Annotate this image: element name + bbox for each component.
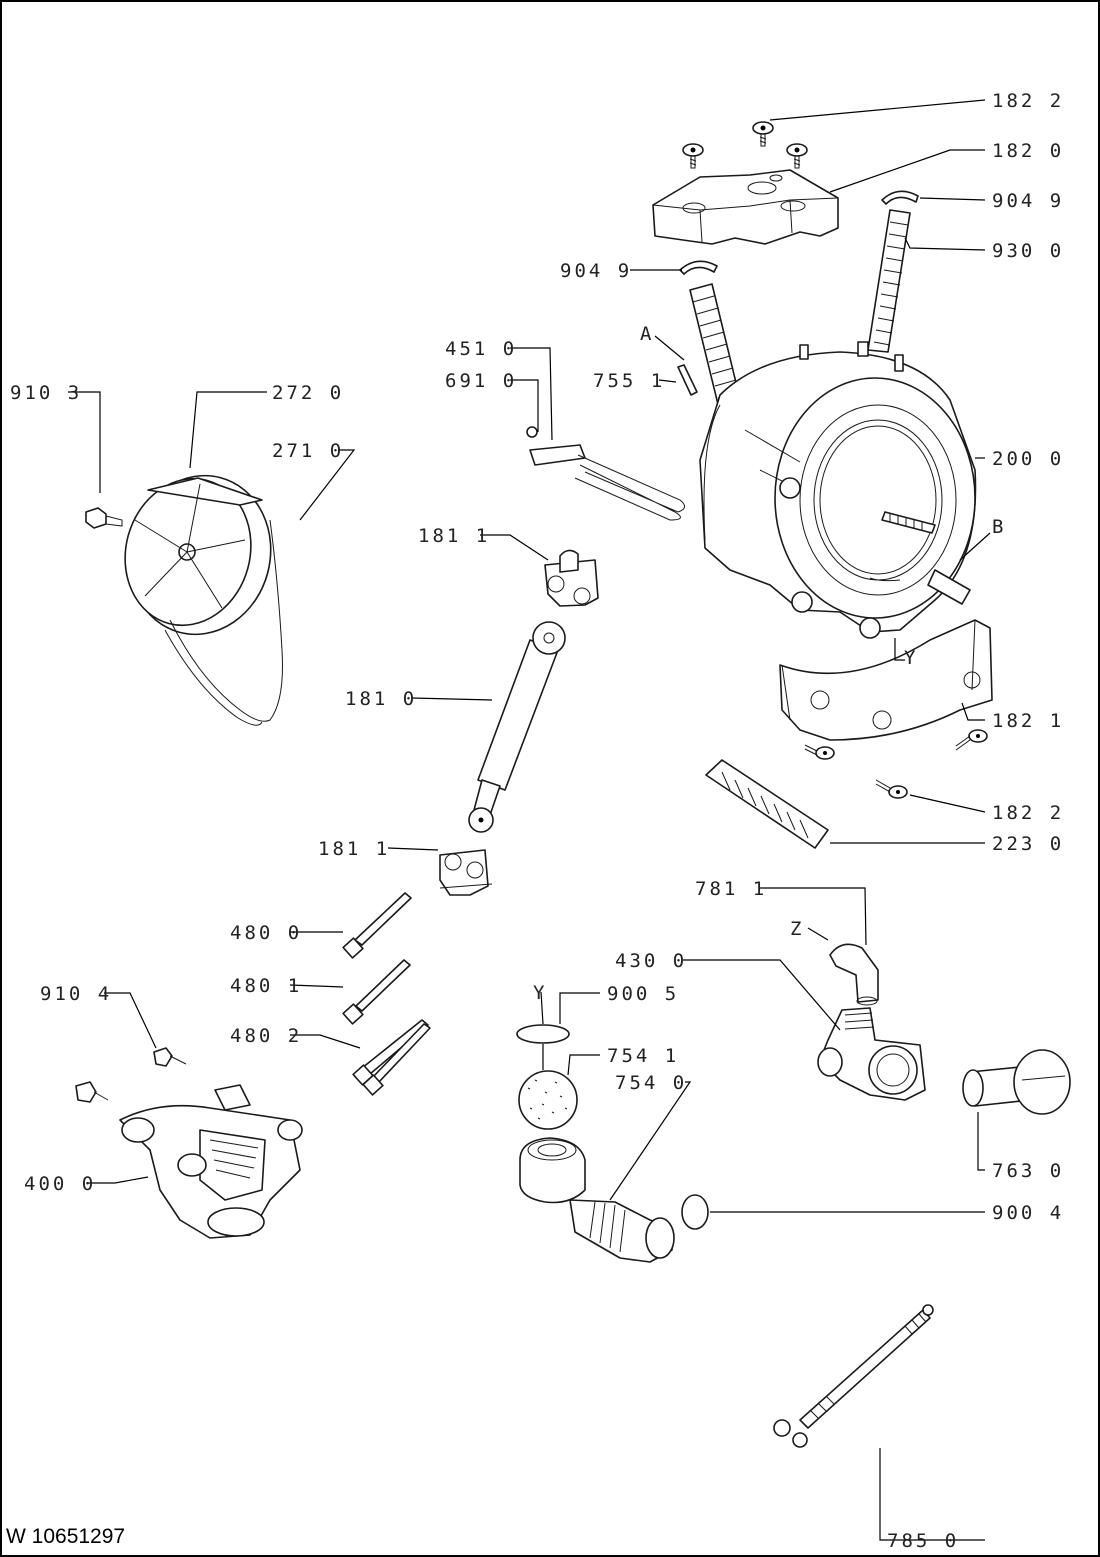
callout-763-0: 763 0 (992, 1160, 1064, 1182)
leader-lines (68, 99, 991, 1541)
heater-element (526, 426, 685, 521)
motor-housing (119, 1084, 303, 1239)
callout-400-0: 400 0 (24, 1173, 96, 1195)
screw-top-group (682, 121, 808, 169)
callout-755-1: 755 1 (593, 370, 665, 392)
callout-182-2-top: 182 2 (992, 90, 1064, 112)
drawing-number: W 10651297 (6, 1525, 125, 1548)
shock-absorber (468, 621, 566, 833)
callout-781-1: 781 1 (695, 878, 767, 900)
drive-belt (169, 519, 283, 722)
callout-691-0: 691 0 (445, 370, 517, 392)
callout-181-0: 181 0 (345, 688, 417, 710)
callout-letter-y-1: Y (904, 647, 918, 669)
callout-272-0: 272 0 (272, 382, 344, 404)
seal-ring (516, 1024, 570, 1044)
callout-754-1: 754 1 (607, 1045, 679, 1067)
inlet-hose (773, 1304, 934, 1448)
hose-clamp-right (881, 190, 919, 205)
callout-904-9-right: 904 9 (992, 190, 1064, 212)
front-counterweight (779, 619, 993, 741)
callout-451-0: 451 0 (445, 338, 517, 360)
callout-letter-b: B (992, 516, 1006, 538)
bolt-480-1 (342, 959, 411, 1025)
callout-930-0: 930 0 (992, 240, 1064, 262)
top-counterweight (652, 169, 839, 245)
callout-182-0: 182 0 (992, 140, 1064, 162)
pin (677, 364, 698, 396)
callout-181-1-top: 181 1 (418, 525, 490, 547)
pump-filter (962, 1049, 1071, 1115)
hose-clamp-left (679, 260, 718, 275)
callout-223-0: 223 0 (992, 833, 1064, 855)
callout-480-0: 480 0 (230, 922, 302, 944)
filter-ball (518, 1070, 578, 1130)
callout-182-2-lower: 182 2 (992, 802, 1064, 824)
callout-181-1-lower: 181 1 (318, 838, 390, 860)
callout-480-1: 480 1 (230, 975, 302, 997)
callout-letter-z: Z (790, 918, 804, 940)
damper-mount-lower (439, 849, 493, 896)
drum-pulley (124, 474, 272, 636)
callout-200-0: 200 0 (992, 448, 1064, 470)
clip-strip (705, 759, 829, 849)
bellows-hose-right (867, 209, 911, 353)
callout-904-9-left: 904 9 (560, 260, 632, 282)
screw-lower-group (804, 729, 988, 799)
bolt-480-0 (342, 892, 412, 959)
callout-271-0: 271 0 (272, 440, 344, 462)
callout-900-5: 900 5 (607, 983, 679, 1005)
callout-480-2: 480 2 (230, 1025, 302, 1047)
callout-910-3: 910 3 (10, 382, 82, 404)
callout-letter-y-2: Y (533, 982, 547, 1004)
damper-mount-upper (544, 549, 599, 607)
elbow-hose (829, 943, 879, 1006)
callout-letter-a: A (640, 323, 654, 345)
screw-910-4 (75, 1047, 187, 1103)
callout-430-0: 430 0 (615, 950, 687, 972)
callout-900-4: 900 4 (992, 1202, 1064, 1224)
callout-910-4: 910 4 (40, 983, 112, 1005)
callout-754-0: 754 0 (615, 1072, 687, 1094)
hose-clamp-ring (681, 1194, 709, 1230)
bolt-480-2 (352, 1019, 431, 1096)
pulley-screw (85, 507, 123, 529)
sump-hose (519, 1137, 675, 1263)
callout-785-0: 785 0 (887, 1530, 959, 1552)
callout-182-1: 182 1 (992, 710, 1064, 732)
callout-labels: 182 2 182 0 904 9 930 0 904 9 451 0 691 … (10, 90, 1064, 1552)
tub-assembly (699, 341, 977, 639)
drain-pump (817, 1007, 926, 1101)
